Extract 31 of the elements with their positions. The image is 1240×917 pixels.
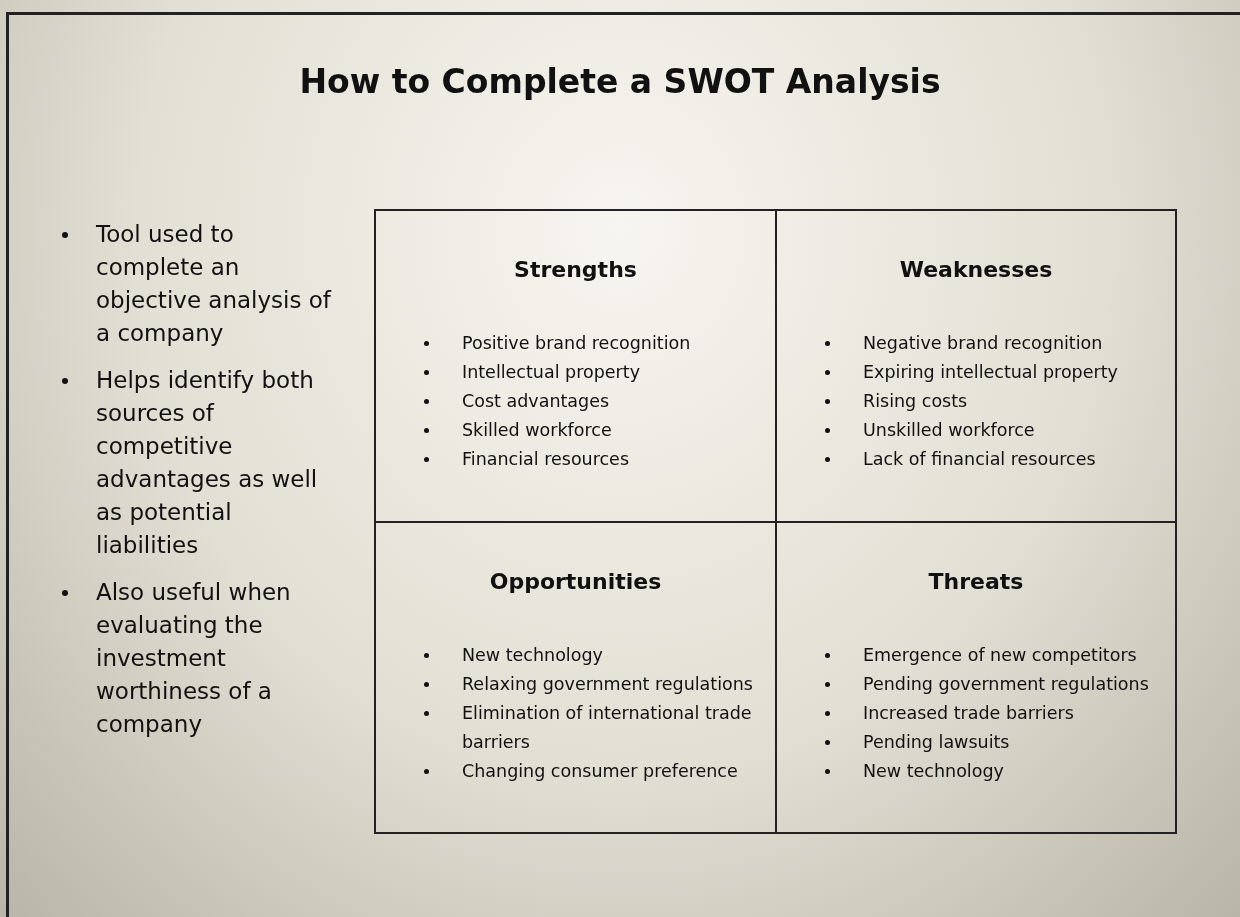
bullet-point: Emergence of new competitors <box>821 641 1169 670</box>
bullet-point: Intellectual property <box>420 358 769 387</box>
bullet-point: Also useful when evaluating the investment worthiness of a company <box>58 576 333 741</box>
quadrant-box <box>775 521 1177 834</box>
bullet-point: Unskilled workforce <box>821 416 1169 445</box>
bullet-point: Increased trade barriers <box>821 699 1169 728</box>
bullet-point: New technology <box>821 757 1169 786</box>
bullet-point: Expiring intellectual property <box>821 358 1169 387</box>
bullet-point: New technology <box>420 641 769 670</box>
quadrant-heading: Threats <box>928 569 1024 594</box>
bullet-point: Changing consumer preference <box>420 757 769 786</box>
quadrant-heading: Weaknesses <box>899 257 1053 282</box>
quadrant-heading: Strengths <box>514 257 637 282</box>
bullet-point: Skilled workforce <box>420 416 769 445</box>
bullet-point: Cost advantages <box>420 387 769 416</box>
bullet-point: Financial resources <box>420 445 769 474</box>
bullet-point: Positive brand recognition <box>420 329 769 358</box>
bullet-point: Lack of financial resources <box>821 445 1169 474</box>
bullet-point: Pending government regulations <box>821 670 1169 699</box>
bullet-point: Rising costs <box>821 387 1169 416</box>
bullet-point: Relaxing government regulations <box>420 670 769 699</box>
bullet-point: Elimination of international trade barriers <box>420 699 769 757</box>
quadrant-heading: Opportunities <box>489 569 662 594</box>
bullet-point: Pending lawsuits <box>821 728 1169 757</box>
title: How to Complete a SWOT Analysis <box>298 62 942 101</box>
quadrant-box <box>374 521 777 834</box>
bullet-point: Tool used to complete an objective analysis of a company <box>58 218 333 350</box>
bullet-point: Negative brand recognition <box>821 329 1169 358</box>
bullet-point: Helps identify both sources of competitive advantages as well as potential liabilities <box>58 364 333 562</box>
quadrant-box <box>775 209 1177 523</box>
quadrant-box <box>374 209 777 523</box>
